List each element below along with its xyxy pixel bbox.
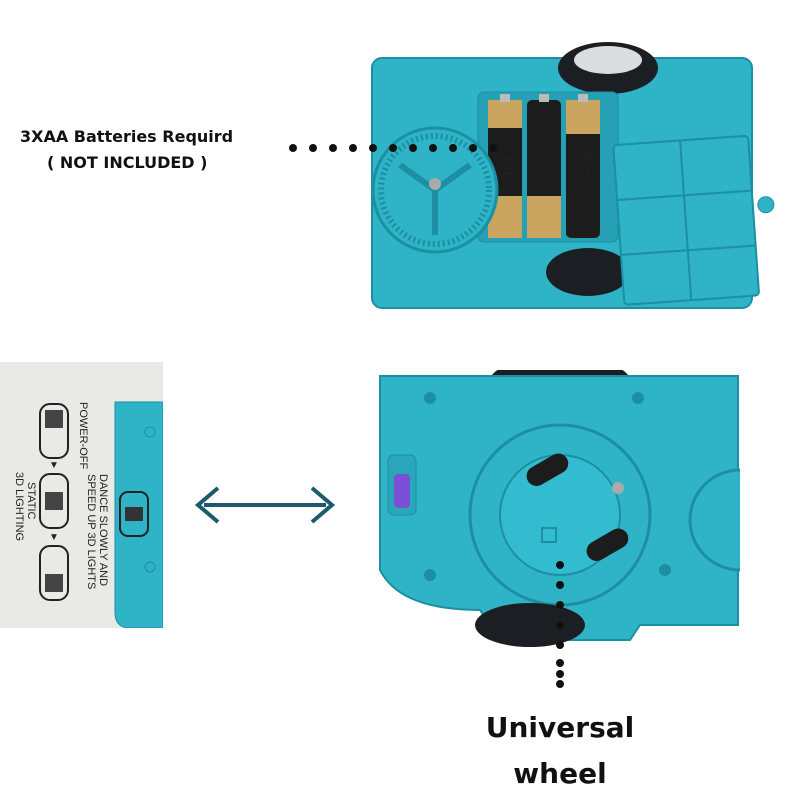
svg-text:▼: ▼ [49, 532, 59, 543]
battery-brand-ultra: ULTRA [503, 154, 515, 190]
label-dance-line2: SPEED UP 3D LIGHTS [85, 474, 97, 589]
label-static-line1: STATIC [25, 482, 37, 520]
wheel-dotted-leader-end [556, 670, 564, 688]
label-power-off: POWER-OFF [77, 402, 89, 469]
aa-battery-2 [527, 94, 561, 238]
label-dance-line1: DANCE SLOWLY AND [97, 474, 109, 586]
universal-wheel-note: Universal wheel [470, 705, 650, 797]
aa-battery-3 [566, 94, 600, 238]
universal-wheel [468, 423, 652, 607]
battery-note-line2: ( NOT INCLUDED ) [47, 153, 208, 172]
underside-photo [379, 370, 740, 667]
double-arrow-icon [194, 486, 336, 524]
switch-position-static-icon [39, 473, 69, 529]
wheel-note-line2: wheel [513, 757, 607, 790]
svg-text:▼: ▼ [49, 460, 59, 471]
bottom-wheel [546, 248, 630, 296]
switch-position-off-icon [39, 403, 69, 459]
switch-position-dance-icon [39, 545, 69, 601]
wheel-note-line1: Universal [485, 711, 635, 744]
switch-diagram-panel: ▼ ▼ POWER-OFF DANCE SLOWLY AND SPEED UP … [0, 362, 163, 628]
label-static-line2: 3D LIGHTING [13, 472, 25, 541]
battery-note-line1: 3XAA Batteries Requird [20, 127, 234, 146]
wheel-dotted-leader [556, 561, 564, 667]
battery-brand-duracell: DURACELL [581, 141, 593, 200]
battery-compartment-photo: ULTRA DURACELL [289, 42, 775, 309]
gear-wheel [371, 126, 499, 254]
power-slide-switch [387, 454, 417, 516]
battery-cover [612, 135, 775, 306]
battery-requirement-note: 3XAA Batteries Requird ( NOT INCLUDED ) [20, 124, 233, 176]
battery-dotted-leader [289, 144, 497, 152]
